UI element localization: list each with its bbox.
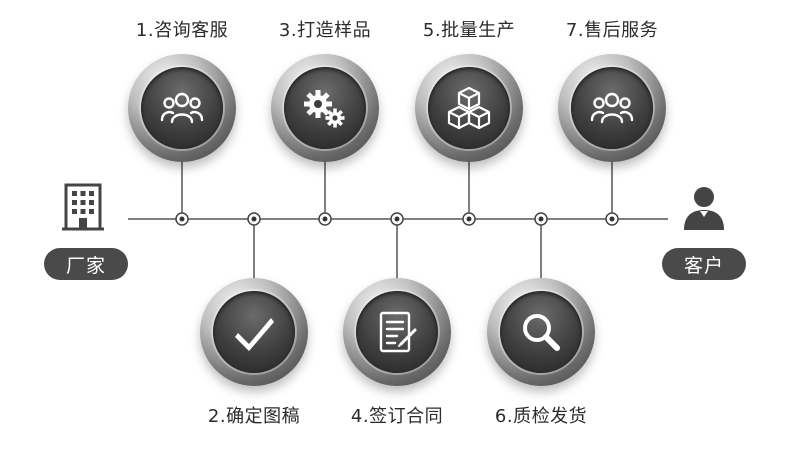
step-6-label: 6.质检发货 — [494, 406, 588, 427]
step-5: 5.批量生产 — [399, 16, 539, 42]
people-icon — [160, 92, 204, 124]
building-icon — [62, 183, 104, 231]
node-6 — [534, 212, 548, 226]
step-2: 2.确定图稿 — [184, 402, 324, 428]
step-4-circle — [343, 278, 451, 386]
step-1: 1.咨询客服 — [112, 16, 252, 42]
step-4-label: 4.签订合同 — [350, 406, 444, 427]
step-2-label: 2.确定图稿 — [207, 406, 301, 427]
document-icon — [379, 311, 417, 353]
step-3: 3.打造样品 — [255, 16, 395, 42]
step-1-circle — [128, 54, 236, 162]
step-5-label: 5.批量生产 — [422, 20, 516, 41]
step-6-circle — [487, 278, 595, 386]
manufacturer-label: 厂家 — [65, 254, 106, 277]
step-7-label: 7.售后服务 — [565, 20, 659, 41]
node-1 — [175, 212, 189, 226]
step-5-circle — [415, 54, 523, 162]
step-3-label: 3.打造样品 — [278, 20, 372, 41]
step-3-circle — [271, 54, 379, 162]
customer-badge: 客户 — [662, 248, 746, 280]
people-icon — [590, 92, 634, 124]
step-2-circle — [200, 278, 308, 386]
node-3 — [318, 212, 332, 226]
gears-icon — [304, 90, 345, 128]
magnifier-icon — [523, 314, 560, 351]
node-4 — [390, 212, 404, 226]
node-5 — [462, 212, 476, 226]
checkmark-icon — [235, 318, 274, 351]
step-4: 4.签订合同 — [327, 402, 467, 428]
step-1-label: 1.咨询客服 — [135, 20, 229, 41]
node-2 — [247, 212, 261, 226]
step-6: 6.质检发货 — [471, 402, 611, 428]
step-7-circle — [558, 54, 666, 162]
node-7 — [605, 212, 619, 226]
step-7: 7.售后服务 — [542, 16, 682, 42]
manufacturer-badge: 厂家 — [44, 248, 128, 280]
boxes-icon — [447, 86, 491, 130]
user-icon — [684, 187, 724, 230]
customer-label: 客户 — [683, 254, 724, 277]
